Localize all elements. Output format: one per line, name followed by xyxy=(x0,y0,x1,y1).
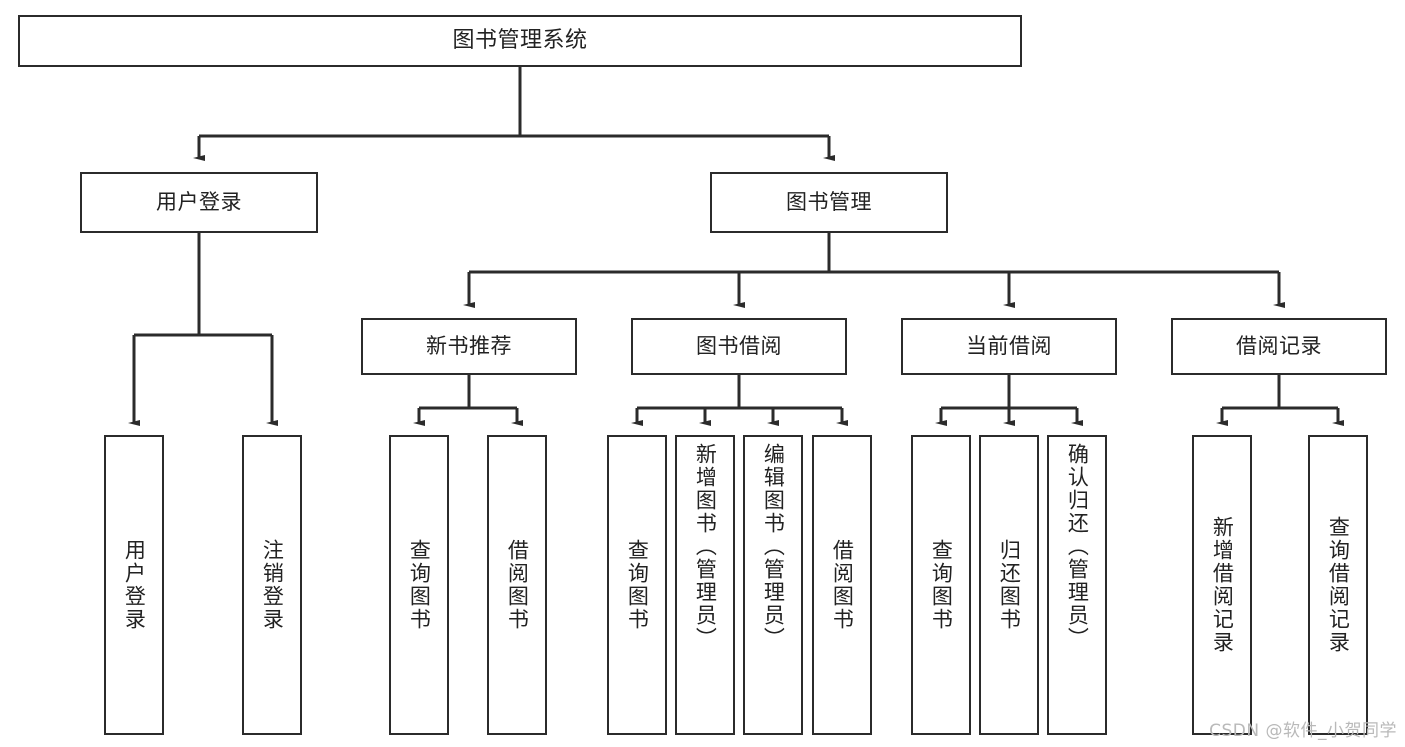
node-label: 查询图书 xyxy=(407,539,432,631)
node-borrow-record[interactable]: 借阅记录 xyxy=(1171,318,1387,375)
node-label: 当前借阅 xyxy=(966,334,1052,359)
leaf-query-book-2[interactable]: 查询图书 xyxy=(607,435,667,735)
node-label: 确认归还（管理员） xyxy=(1065,443,1090,650)
node-label: 图书管理系统 xyxy=(452,28,588,54)
node-label: 新增图书（管理员） xyxy=(693,443,718,650)
leaf-user-login[interactable]: 用户登录 xyxy=(104,435,164,735)
leaf-borrow-book-2[interactable]: 借阅图书 xyxy=(812,435,872,735)
node-book-manage[interactable]: 图书管理 xyxy=(710,172,948,233)
leaf-return-book[interactable]: 归还图书 xyxy=(979,435,1039,735)
leaf-edit-book[interactable]: 编辑图书（管理员） xyxy=(743,435,803,735)
node-user-login[interactable]: 用户登录 xyxy=(80,172,318,233)
leaf-query-record[interactable]: 查询借阅记录 xyxy=(1308,435,1368,735)
node-label: 图书借阅 xyxy=(696,334,782,359)
node-label: 借阅图书 xyxy=(505,539,530,631)
leaf-confirm-return[interactable]: 确认归还（管理员） xyxy=(1047,435,1107,735)
leaf-query-book-3[interactable]: 查询图书 xyxy=(911,435,971,735)
leaf-add-book[interactable]: 新增图书（管理员） xyxy=(675,435,735,735)
node-new-book-recommend[interactable]: 新书推荐 xyxy=(361,318,577,375)
node-label: 查询图书 xyxy=(625,539,650,631)
node-label: 查询图书 xyxy=(929,539,954,631)
node-book-borrow[interactable]: 图书借阅 xyxy=(631,318,847,375)
node-label: 编辑图书（管理员） xyxy=(761,443,786,650)
node-current-borrow[interactable]: 当前借阅 xyxy=(901,318,1117,375)
leaf-logout[interactable]: 注销登录 xyxy=(242,435,302,735)
node-label: 借阅图书 xyxy=(830,539,855,631)
node-label: 注销登录 xyxy=(260,539,285,631)
csdn-watermark: CSDN @软件_小贺同学 xyxy=(1209,721,1397,741)
node-label: 新增借阅记录 xyxy=(1210,516,1235,654)
leaf-borrow-book-1[interactable]: 借阅图书 xyxy=(487,435,547,735)
node-label: 借阅记录 xyxy=(1236,334,1322,359)
node-label: 用户登录 xyxy=(156,190,242,215)
leaf-add-record[interactable]: 新增借阅记录 xyxy=(1192,435,1252,735)
node-label: 归还图书 xyxy=(997,539,1022,631)
leaf-query-book-1[interactable]: 查询图书 xyxy=(389,435,449,735)
node-label: 查询借阅记录 xyxy=(1326,516,1351,654)
node-root-book-management-system[interactable]: 图书管理系统 xyxy=(18,15,1022,67)
node-label: 图书管理 xyxy=(786,190,872,215)
node-label: 新书推荐 xyxy=(426,334,512,359)
node-label: 用户登录 xyxy=(122,539,147,631)
